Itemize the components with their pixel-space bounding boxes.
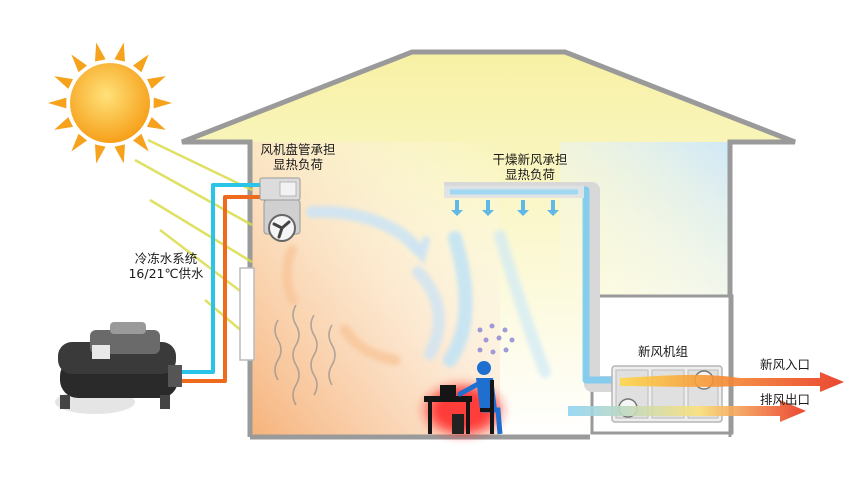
- sun-ray: [95, 144, 106, 164]
- fresh-air-duct: [444, 182, 620, 392]
- fresh-air-unit-label: 新风机组: [637, 344, 688, 359]
- fresh-air-inlet-label: 新风入口: [760, 357, 811, 372]
- sun-ray: [146, 76, 166, 89]
- sun-ray: [95, 42, 106, 62]
- chiller-label-line2: 16/21℃供水: [128, 266, 204, 281]
- sun-ray: [114, 42, 125, 62]
- dry-air-label-line2: 显热负荷: [504, 167, 555, 182]
- window: [239, 267, 255, 361]
- exhaust-outlet-label: 排风出口: [760, 392, 811, 407]
- sun-ray: [54, 117, 74, 130]
- person-at-desk-icon: [418, 361, 508, 440]
- fan-coil-label: 风机盘管承担 显热负荷: [258, 142, 338, 172]
- sun-ray: [71, 133, 88, 152]
- sun-ray: [132, 133, 149, 152]
- fan-coil-label-line2: 显热负荷: [272, 157, 323, 172]
- sun-ray: [48, 97, 67, 109]
- sun-ray: [54, 76, 74, 89]
- heat-waves: [274, 304, 336, 406]
- fresh-air-inlet-arrow: [620, 372, 844, 392]
- sun-ray: [71, 54, 88, 73]
- airflow-arrows: [281, 205, 551, 378]
- chiller-system-label: 冷冻水系统 16/21℃供水: [122, 251, 210, 281]
- sun-ray: [114, 144, 125, 164]
- return-water-pipe: [176, 195, 262, 383]
- chilled-water-pipes: [176, 183, 262, 383]
- moisture-droplets: [477, 323, 515, 355]
- exhaust-outlet-arrow: [568, 400, 806, 422]
- fan-coil-label-line1: 风机盘管承担: [260, 142, 336, 157]
- supply-water-pipe: [176, 183, 262, 374]
- house-outline: [181, 49, 796, 437]
- sun-rays-beams: [134, 138, 253, 339]
- dry-air-label-line1: 干燥新风承担: [492, 152, 568, 167]
- sun-ray: [132, 54, 149, 73]
- sun-icon: [48, 42, 172, 164]
- sun-ray: [153, 97, 172, 109]
- fan-icon: [263, 199, 301, 242]
- dry-air-label: 干燥新风承担 显热负荷: [488, 152, 572, 182]
- fan-coil-icon: [259, 177, 301, 242]
- chiller-icon: [55, 322, 182, 414]
- sun-ray: [146, 117, 166, 130]
- chiller-label-line1: 冷冻水系统: [134, 251, 198, 266]
- air-diffuser-icon: [451, 200, 559, 216]
